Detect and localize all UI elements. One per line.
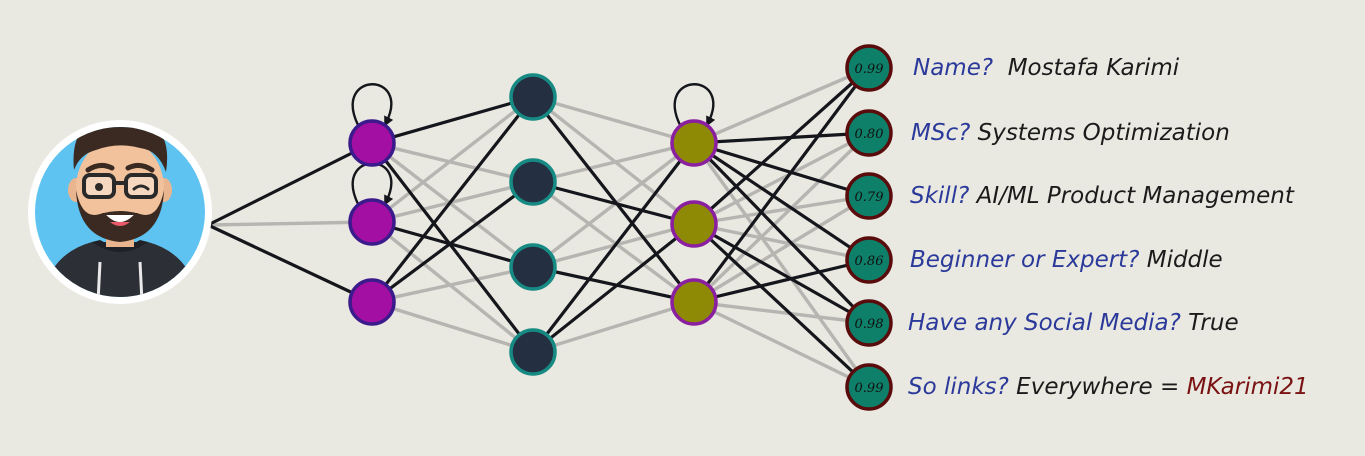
- strong-connection: [692, 66, 871, 226]
- strong-connection: [692, 222, 871, 389]
- recurrent-loop-arrow: [351, 162, 394, 206]
- output-answer: Systems Optimization: [977, 120, 1230, 146]
- weak-connection: [531, 95, 696, 145]
- strong-connection: [370, 141, 535, 354]
- weak-connection: [531, 180, 696, 304]
- output-node-circle: [845, 299, 893, 347]
- output-answer: True: [1188, 310, 1239, 336]
- hidden-node: [509, 158, 557, 206]
- weak-connection: [206, 220, 374, 227]
- recurrent-hidden-node: [670, 278, 718, 326]
- weak-connection: [692, 131, 871, 304]
- strong-connection: [531, 95, 696, 304]
- strong-connection: [692, 141, 871, 262]
- weak-connection: [370, 141, 535, 269]
- output-answer: Middle: [1146, 247, 1223, 273]
- output-label-row: Skill? AI/ML Product Management: [910, 181, 1294, 211]
- weak-connection: [531, 95, 696, 226]
- strong-connection: [692, 258, 871, 304]
- hidden-node: [509, 243, 557, 291]
- strong-connection: [531, 141, 696, 354]
- output-value: 0.86: [855, 254, 884, 269]
- output-node-circle: [845, 172, 893, 220]
- recurrent-hidden-node: [670, 200, 718, 248]
- strong-connection: [370, 95, 535, 304]
- input-node: [348, 278, 396, 326]
- weak-connection: [692, 300, 871, 325]
- strong-connection: [206, 223, 374, 304]
- output-answer: Mostafa Karimi: [1007, 55, 1180, 81]
- weak-connection: [531, 300, 696, 354]
- strong-connection: [531, 265, 696, 304]
- strong-connection: [370, 95, 535, 145]
- output-value: 0.99: [855, 381, 884, 396]
- strong-connection: [692, 141, 871, 325]
- strong-connection: [692, 141, 871, 198]
- weak-connection: [692, 300, 871, 389]
- strong-connection: [206, 141, 374, 227]
- weak-connection: [692, 66, 871, 145]
- weak-connection: [370, 95, 535, 224]
- output-label-row: MSc? Systems Optimization: [911, 118, 1230, 148]
- weak-connection: [692, 131, 871, 226]
- output-value: 0.99: [855, 62, 884, 77]
- output-value: 0.98: [855, 317, 884, 332]
- strong-connection: [370, 220, 535, 269]
- output-question: Name?: [913, 55, 994, 81]
- strong-connection: [531, 180, 696, 226]
- hidden-node: [509, 328, 557, 376]
- output-node: 0.99: [845, 44, 893, 92]
- weak-connection: [370, 220, 535, 354]
- output-node: 0.79: [845, 172, 893, 220]
- weak-connection: [692, 141, 871, 389]
- recurrent-loop-arrow: [351, 83, 394, 127]
- recurrent-hidden-node: [670, 119, 718, 167]
- output-label-row: Have any Social Media? True: [908, 308, 1239, 338]
- weak-connection: [692, 194, 871, 304]
- output-node: 0.80: [845, 109, 893, 157]
- strong-connection: [531, 222, 696, 354]
- output-answer: Everywhere =: [1016, 374, 1180, 400]
- output-value: 0.79: [855, 190, 884, 205]
- output-highlight-handle: MKarimi21: [1186, 374, 1309, 400]
- output-node: 0.86: [845, 236, 893, 284]
- output-node-circle: [845, 44, 893, 92]
- output-question: Beginner or Expert?: [910, 247, 1140, 273]
- input-node: [348, 198, 396, 246]
- weak-connection: [692, 222, 871, 262]
- output-node-circle: [845, 109, 893, 157]
- strong-connection: [692, 131, 871, 145]
- bearded-man-winking-avatar-icon: [28, 120, 212, 304]
- output-node: 0.99: [845, 363, 893, 411]
- strong-connection: [370, 180, 535, 304]
- output-node-circle: [845, 363, 893, 411]
- weak-connection: [370, 265, 535, 304]
- output-question: Skill?: [910, 183, 970, 209]
- output-answer: AI/ML Product Management: [976, 183, 1294, 209]
- hidden-node: [509, 73, 557, 121]
- connection-edges: [206, 66, 871, 389]
- weak-connection: [531, 141, 696, 184]
- weak-connection: [531, 141, 696, 269]
- recurrent-loop-arrow: [673, 83, 716, 127]
- output-question: So links?: [908, 374, 1009, 400]
- network-nodes: [348, 73, 718, 376]
- output-question: MSc?: [911, 120, 971, 146]
- weak-connection: [370, 141, 535, 184]
- output-node: 0.98: [845, 299, 893, 347]
- strong-connection: [692, 66, 871, 304]
- output-label-row: So links? Everywhere = MKarimi21: [908, 372, 1309, 402]
- output-label-row: Beginner or Expert? Middle: [910, 245, 1223, 275]
- output-nodes: 0.99 0.80 0.79 0.86 0.98 0.99: [845, 44, 893, 411]
- input-node: [348, 119, 396, 167]
- output-node-circle: [845, 236, 893, 284]
- weak-connection: [692, 194, 871, 226]
- strong-connection: [692, 222, 871, 325]
- output-question: Have any Social Media?: [908, 310, 1181, 336]
- output-value: 0.80: [855, 127, 884, 142]
- output-label-row: Name? Mostafa Karimi: [913, 53, 1179, 83]
- weak-connection: [370, 300, 535, 354]
